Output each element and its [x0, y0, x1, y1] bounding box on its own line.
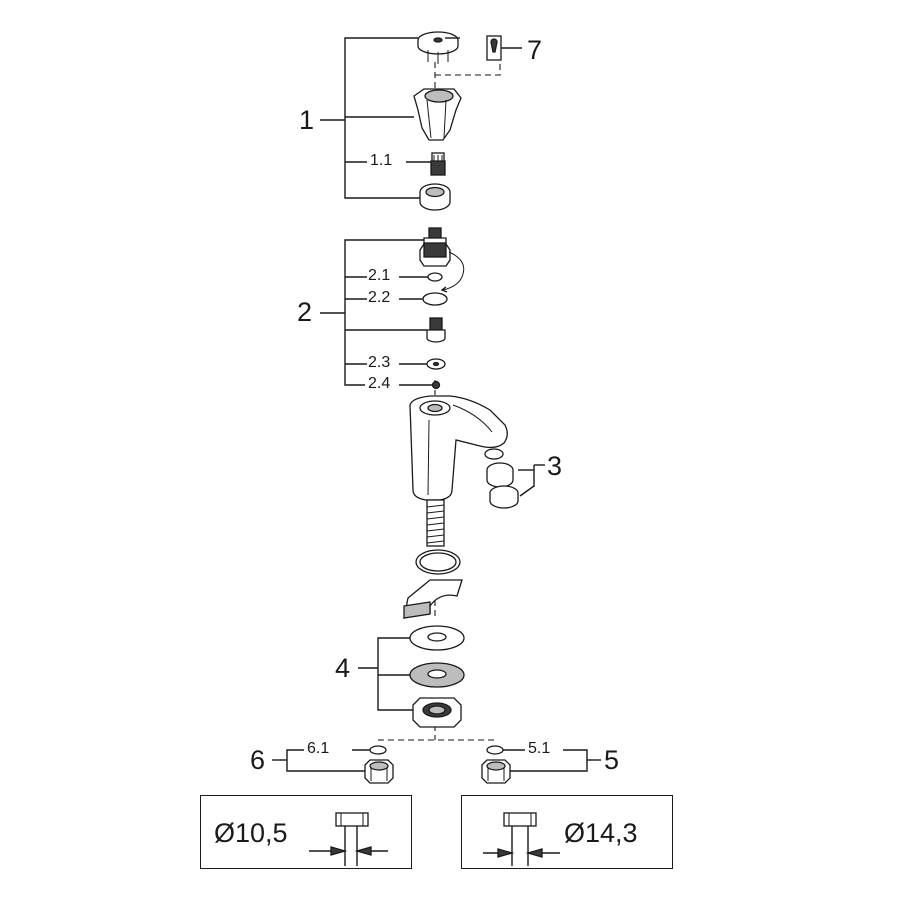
bracket-4: [358, 637, 413, 711]
callout-5: 5: [604, 745, 620, 775]
part-1-handle: [413, 88, 462, 141]
callout-5-1: 5.1: [528, 740, 551, 757]
bracket-5: [503, 749, 601, 772]
part-2-3-washer: [426, 358, 446, 370]
part-1-ring: [419, 183, 451, 211]
callout-7: 7: [527, 35, 543, 65]
callout-2: 2: [297, 297, 313, 327]
dimension-detail-left: [309, 812, 388, 866]
dimension-box-left: [200, 795, 412, 869]
part-7-insert: [486, 35, 522, 61]
base-o-ring: [415, 549, 461, 575]
callout-2-2: 2.2: [368, 289, 391, 306]
part-3-aerator: [484, 448, 545, 509]
part-2-headpart: [419, 227, 465, 293]
dimension-box-right: [461, 795, 673, 869]
callout-2-1: 2.1: [368, 267, 391, 284]
part-2-1-o-ring: [427, 272, 443, 282]
part-2-spindle: [426, 317, 446, 343]
part-4-mounting-set: [409, 625, 465, 728]
bracket-2: [320, 239, 432, 386]
dimension-detail-right: [483, 812, 560, 866]
axis-line: [435, 62, 501, 76]
faucet-body: [409, 395, 508, 547]
callout-2-4: 2.4: [368, 375, 391, 392]
bracket-1: [320, 37, 431, 199]
callout-1: 1: [299, 105, 315, 135]
callout-2-3: 2.3: [368, 354, 391, 371]
callout-1-1: 1.1: [370, 152, 393, 169]
callout-6: 6: [250, 745, 266, 775]
part-5-nut: [481, 745, 511, 784]
part-2-4-ball: [431, 380, 441, 390]
callout-6-1: 6.1: [307, 740, 330, 757]
dimension-right-label: Ø14,3: [564, 818, 638, 848]
part-2-2-o-ring: [422, 292, 448, 306]
dimension-left-label: Ø10,5: [214, 818, 288, 848]
part-1-1-adapter: [430, 152, 446, 176]
bracket-6: [272, 749, 370, 772]
part-1-cap: [417, 31, 459, 64]
stabilizer-plate: [403, 579, 463, 619]
callout-3: 3: [547, 451, 563, 481]
callout-4: 4: [335, 653, 351, 683]
part-6-nut: [364, 745, 394, 784]
